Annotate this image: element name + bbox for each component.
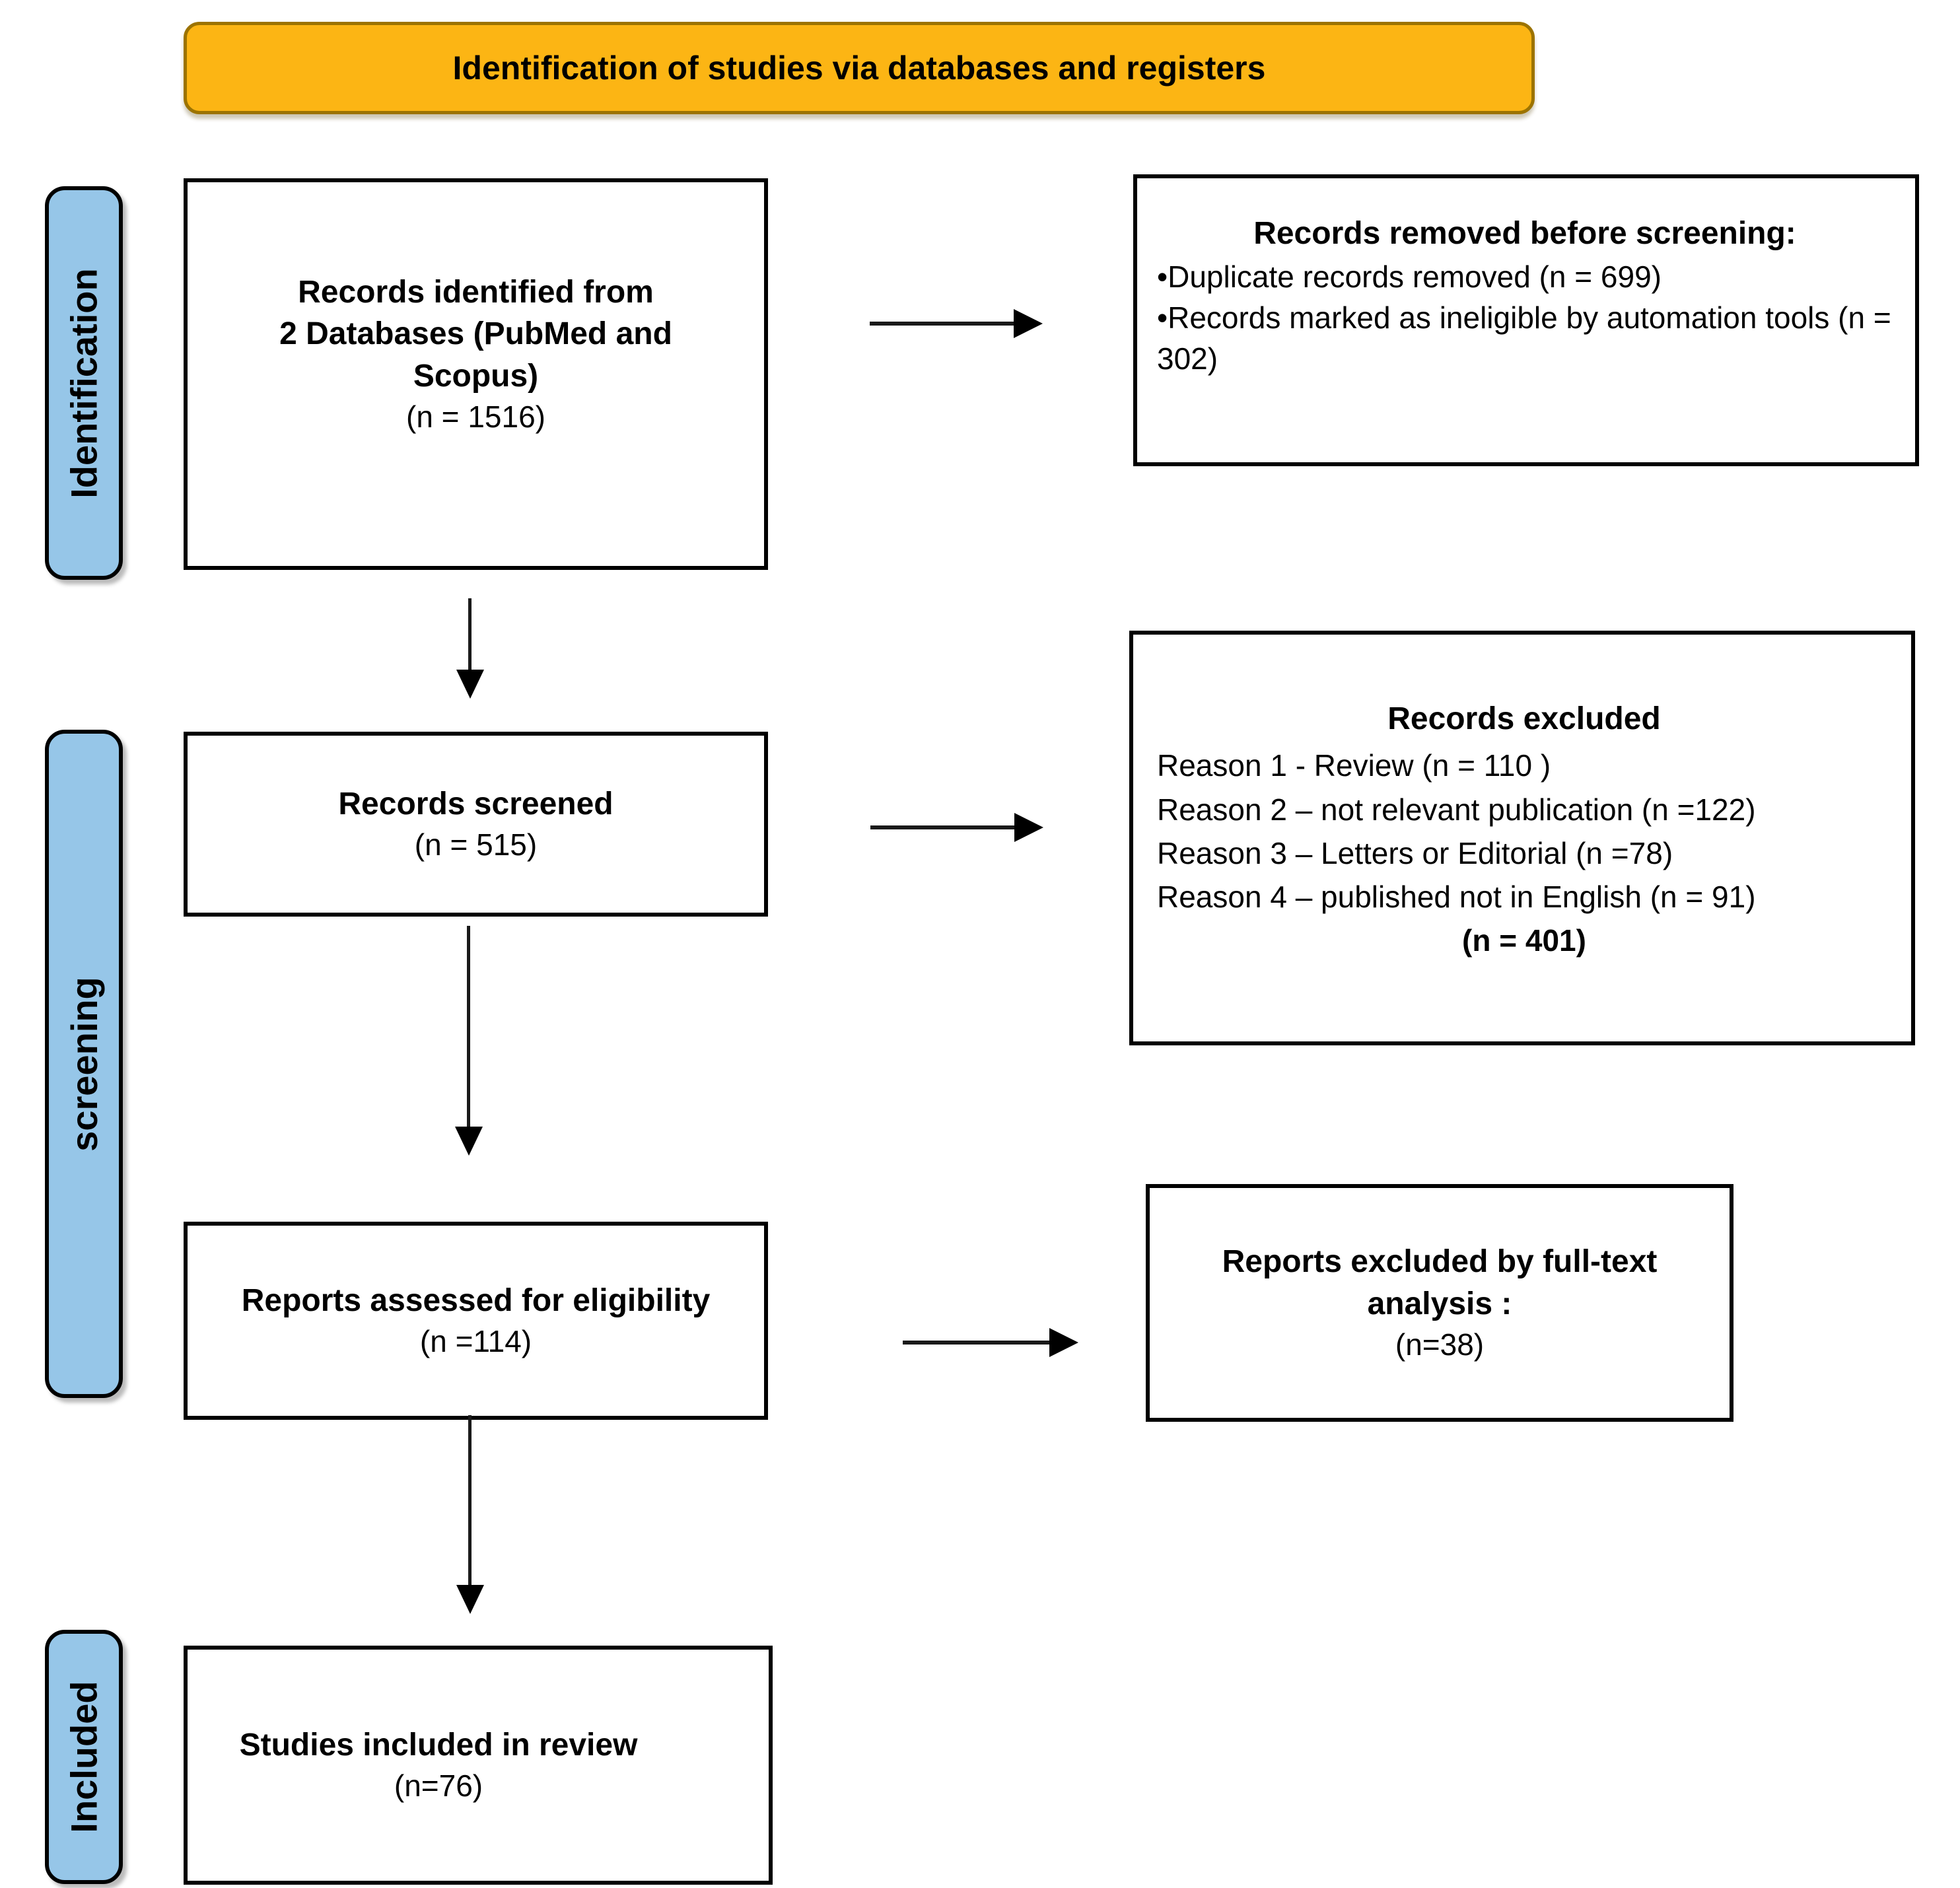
stage-label-identification: Identification [63,267,105,499]
stage-tab-included: Included [45,1630,123,1884]
box-records-identified: Records identified from 2 Databases (Pub… [184,178,768,570]
records-excluded-reason-2: Reason 2 – not relevant publication (n =… [1157,792,1756,827]
banner: Identification of studies via databases … [184,22,1535,114]
records-identified-title-line1: Records identified from [298,275,654,310]
box-records-excluded: Records excluded Reason 1 - Review (n = … [1129,631,1915,1045]
reports-excluded-title-line1: Reports excluded by full-text [1222,1244,1658,1280]
box-reports-excluded: Reports excluded by full-text analysis :… [1146,1184,1733,1422]
arrowhead-right-icon [1014,813,1043,842]
arrow-line [870,825,1016,829]
arrowhead-right-icon [1049,1328,1078,1357]
arrow-line [468,1415,472,1587]
records-excluded-reason-1: Reason 1 - Review (n = 110 ) [1157,748,1551,783]
reports-excluded-title-line2: analysis : [1367,1286,1512,1321]
banner-title: Identification of studies via databases … [452,50,1266,87]
box-studies-included: Studies included in review (n=76) [184,1646,773,1885]
arrow-line [468,598,472,672]
records-identified-title-line3: Scopus) [413,358,539,394]
records-screened-count: (n = 515) [414,827,538,862]
records-excluded-total: (n = 401) [1462,923,1586,958]
arrowhead-down-icon [456,1585,484,1614]
reports-assessed-title: Reports assessed for eligibility [241,1282,711,1318]
arrowhead-down-icon [455,1127,483,1156]
box-records-screened: Records screened (n = 515) [184,732,768,917]
stage-tab-identification: Identification [45,186,123,580]
arrow-line [903,1341,1051,1345]
records-identified-count: (n = 1516) [406,400,545,435]
arrowhead-down-icon [456,670,484,699]
stage-tab-screening: screening [45,730,123,1398]
records-excluded-reason-3: Reason 3 – Letters or Editorial (n =78) [1157,835,1673,870]
arrow-line [870,322,1015,326]
studies-included-count: (n=76) [394,1768,483,1803]
reports-assessed-count: (n =114) [419,1324,532,1359]
records-screened-title: Records screened [338,786,613,822]
studies-included-title: Studies included in review [239,1727,638,1763]
records-identified-title-line2: 2 Databases (PubMed and [279,316,672,352]
box-records-removed: Records removed before screening: •Dupli… [1133,174,1919,466]
reports-excluded-count: (n=38) [1395,1327,1485,1362]
arrow-line [467,926,470,1128]
records-removed-title: Records removed before screening: [1253,216,1796,251]
box-reports-assessed: Reports assessed for eligibility (n =114… [184,1222,768,1420]
records-removed-bullet-2: •Records marked as ineligible by automat… [1157,300,1891,376]
arrowhead-right-icon [1014,309,1043,338]
records-excluded-title: Records excluded [1387,701,1661,736]
records-removed-bullet-1: •Duplicate records removed (n = 699) [1157,260,1662,295]
records-excluded-reason-4: Reason 4 – published not in English (n =… [1157,880,1756,915]
stage-label-screening: screening [63,976,105,1152]
stage-label-included: Included [63,1681,105,1833]
